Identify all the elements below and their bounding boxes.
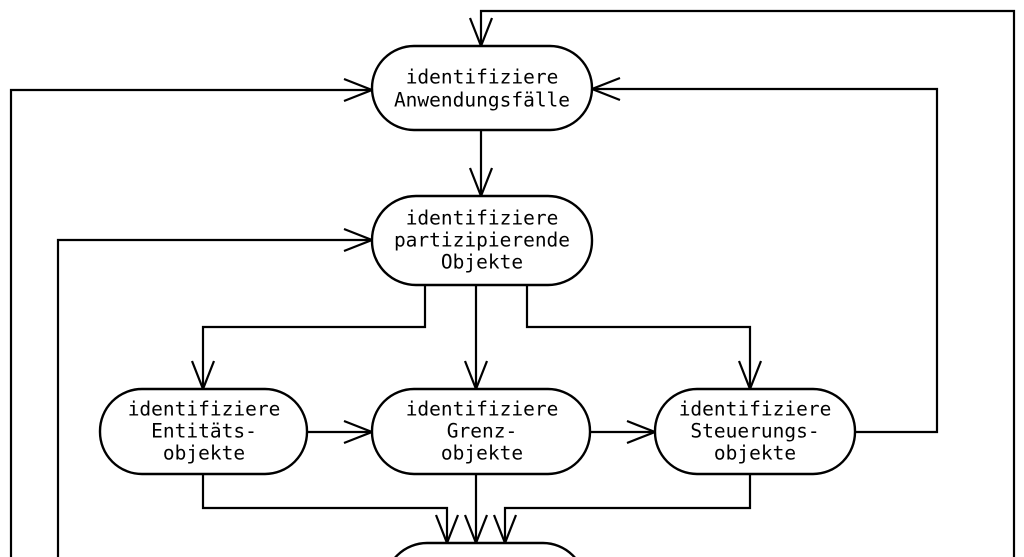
node-bottom-cropped-shape <box>394 541 576 557</box>
node-entitaetsobjekte-line1: identifiziere <box>128 398 281 421</box>
node-entitaetsobjekte[interactable]: identifiziere Entitäts- objekte <box>98 387 309 476</box>
node-steuerungsobjekte-shape <box>653 387 857 476</box>
node-bottom-cropped[interactable] <box>385 541 585 557</box>
node-grenzobjekte-line2: Grenz- <box>447 420 517 443</box>
node-partizipierende-objekte-line3: Objekte <box>441 251 523 274</box>
node-steuerungsobjekte-line2: Steuerungs- <box>690 420 819 443</box>
node-grenzobjekte-line1: identifiziere <box>406 398 559 421</box>
edge-outer-right-to-anwendungsfaelle <box>479 9 1016 557</box>
edge-entitaetsobjekte-to-bottom-node <box>201 474 449 543</box>
node-steuerungsobjekte[interactable]: identifiziere Steuerungs- objekte <box>653 387 857 476</box>
edge-steuerungsobjekte-to-bottom-node <box>503 474 752 543</box>
node-grenzobjekte-line3: objekte <box>441 442 523 465</box>
node-entitaetsobjekte-shape <box>98 387 309 476</box>
node-anwendungsfaelle-line2: Anwendungsfälle <box>394 89 570 112</box>
node-steuerungsobjekte-line1: identifiziere <box>679 398 832 421</box>
edge-partizipierende-to-entitaetsobjekte <box>201 285 427 389</box>
node-grenzobjekte[interactable]: identifiziere Grenz- objekte <box>370 387 592 476</box>
edge-steuerungsobjekte-to-anwendungsfaelle <box>592 87 939 434</box>
node-entitaetsobjekte-line3: objekte <box>163 442 245 465</box>
node-anwendungsfaelle[interactable]: identifiziere Anwendungsfälle <box>370 44 594 132</box>
node-anwendungsfaelle-shape <box>370 44 594 132</box>
node-entitaetsobjekte-line2: Entitäts- <box>151 420 257 443</box>
node-steuerungsobjekte-line3: objekte <box>714 442 796 465</box>
edge-left-inner-to-partizipierende <box>56 238 372 557</box>
node-partizipierende-objekte-line1: identifiziere <box>406 207 559 230</box>
node-partizipierende-objekte[interactable]: identifiziere partizipierende Objekte <box>370 194 594 287</box>
node-grenzobjekte-shape <box>370 387 592 476</box>
node-partizipierende-objekte-line2: partizipierende <box>394 229 570 252</box>
edge-partizipierende-to-steuerungsobjekte <box>525 285 752 389</box>
node-anwendungsfaelle-line1: identifiziere <box>406 66 559 89</box>
edge-left-outer-to-anwendungsfaelle <box>9 88 372 557</box>
node-partizipierende-objekte-shape <box>370 194 594 287</box>
